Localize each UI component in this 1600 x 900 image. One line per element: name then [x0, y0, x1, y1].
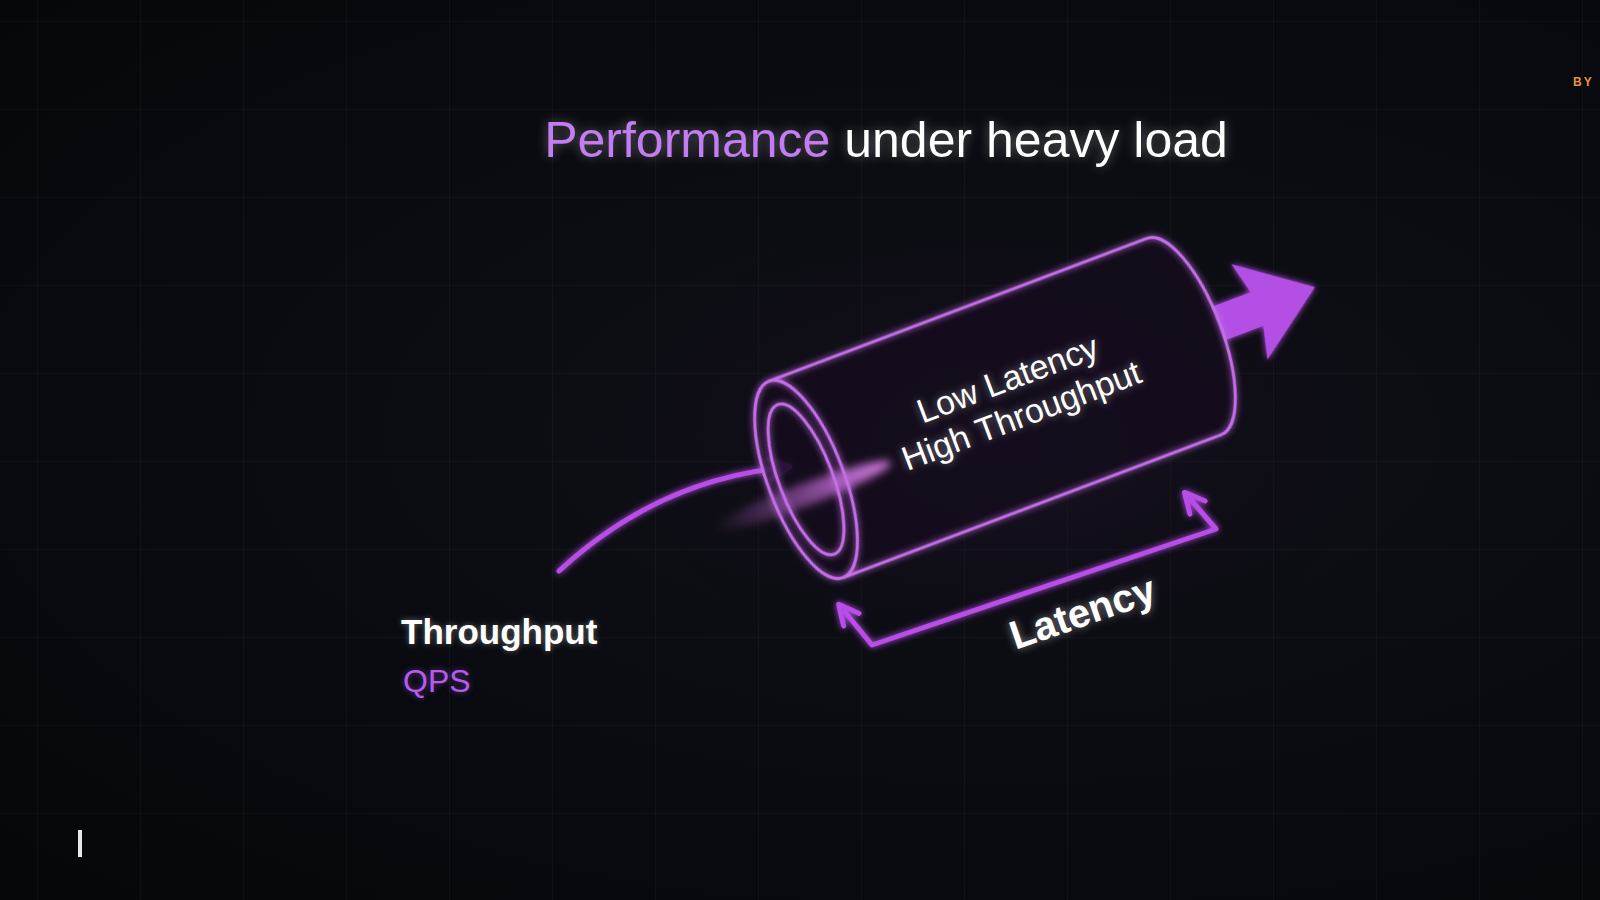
cylinder-lines: [733, 225, 1256, 591]
cylinder-body: [733, 225, 1256, 591]
cylinder-back: [1147, 225, 1257, 435]
cylinder-inner: [753, 395, 860, 564]
watermark: BY: [1573, 75, 1594, 89]
throughput-label: Throughput: [401, 612, 597, 652]
qps-label: QPS: [403, 663, 471, 700]
title: Performance under heavy load: [544, 110, 1228, 170]
cursor-mark: [78, 830, 82, 857]
light-streak: [709, 452, 895, 540]
halo: [580, 180, 1420, 700]
cylinder-front: [733, 368, 878, 591]
